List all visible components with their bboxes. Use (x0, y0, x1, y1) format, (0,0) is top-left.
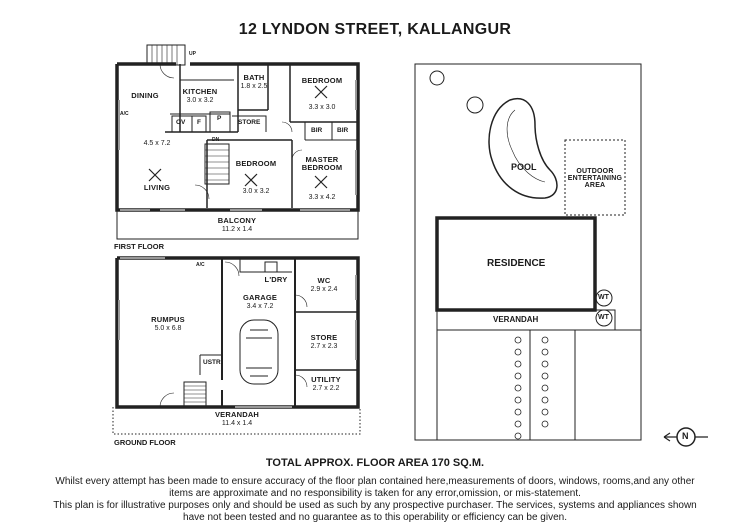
label-ac-upper: A/C (120, 111, 129, 117)
room-utility-dims: 2.7 x 2.2 (312, 384, 340, 392)
room-laundry-name: L'DRY (264, 275, 288, 284)
room-utility-name: UTILITY (311, 375, 341, 384)
disclaimer-line-3: This plan is for illustrative purposes o… (53, 500, 697, 511)
room-bedroom-1: BEDROOM (302, 77, 343, 85)
site-outdoor-line-1: OUTDOOR (576, 168, 614, 175)
room-dining-name: DINING (131, 91, 159, 100)
site-water-tank-2: WT (598, 314, 609, 321)
room-store-lower-name: STORE (310, 333, 338, 342)
room-balcony-name: BALCONY (217, 216, 257, 225)
room-wc-dims: 2.9 x 2.4 (310, 285, 338, 293)
north-label: N (682, 431, 689, 441)
car-icon (239, 319, 279, 385)
site-plan (414, 63, 642, 441)
room-rumpus-dims: 5.0 x 6.8 (154, 324, 182, 332)
disclaimer-line-1: Whilst every attempt has been made to en… (55, 476, 695, 487)
room-balcony-dims: 11.2 x 1.4 (221, 225, 253, 233)
room-bath-dims: 1.8 x 2.5 (240, 82, 268, 90)
ground-floor-walls (112, 256, 361, 435)
room-bath: BATH 1.8 x 2.5 (241, 74, 268, 90)
room-store-lower: STORE 2.7 x 2.3 (311, 334, 338, 350)
room-rumpus: RUMPUS 5.0 x 6.8 (151, 316, 185, 332)
disclaimer-line-2: items are approximate and no responsibil… (169, 488, 581, 499)
room-bath-name: BATH (243, 73, 265, 82)
room-rumpus-name: RUMPUS (151, 315, 185, 324)
site-outdoor-area-label: OUTDOOR ENTERTAINING AREA (568, 168, 622, 189)
room-living-name: LIVING (143, 183, 171, 192)
label-fridge: F (197, 119, 201, 126)
site-residence-label: RESIDENCE (487, 258, 546, 269)
label-dn: DN (212, 137, 220, 143)
room-bedroom-2: BEDROOM (236, 160, 277, 168)
label-ac-lower: A/C (196, 262, 205, 268)
room-dining: DINING (131, 92, 158, 100)
site-verandah-label: VERANDAH (493, 315, 539, 324)
ground-floor-label: GROUND FLOOR (114, 438, 176, 447)
room-wc-name: WC (317, 276, 331, 285)
room-balcony: BALCONY 11.2 x 1.4 (218, 217, 256, 233)
room-verandah-lower-name: VERANDAH (214, 410, 260, 419)
room-bedroom-2-name: BEDROOM (235, 159, 277, 168)
site-outdoor-line-2: ENTERTAINING (567, 175, 623, 182)
label-store-upper: STORE (238, 119, 261, 126)
room-living: LIVING (144, 184, 170, 192)
room-kitchen: KITCHEN 3.0 x 3.2 (183, 88, 218, 104)
room-master-dims: 3.3 x 4.2 (308, 194, 336, 201)
first-floor-label: FIRST FLOOR (114, 242, 164, 251)
disclaimer-line-4: have not been tested and no guarantee as… (183, 512, 567, 523)
label-bir-1: BIR (311, 127, 323, 134)
room-utility: UTILITY 2.7 x 2.2 (311, 376, 341, 392)
room-laundry: L'DRY (265, 276, 288, 284)
site-outdoor-line-3: AREA (584, 182, 606, 189)
first-floor-walls (115, 44, 360, 240)
ceiling-fan-icons (148, 85, 328, 189)
room-bedroom-2-size: 3.0 x 3.2 (243, 187, 270, 195)
room-master-bedroom: MASTER BEDROOM (302, 156, 343, 171)
total-floor-area: TOTAL APPROX. FLOOR AREA 170 SQ.M. (265, 457, 485, 469)
room-kitchen-dims: 3.0 x 3.2 (186, 96, 214, 104)
room-bedroom-1-size: 3.3 x 3.0 (309, 103, 336, 111)
room-garage-name: GARAGE (242, 293, 278, 302)
property-title: 12 LYNDON STREET, KALLANGUR (238, 21, 512, 38)
label-bir-2: BIR (337, 127, 349, 134)
room-verandah-lower-dims: 11.4 x 1.4 (221, 419, 253, 427)
room-wc: WC 2.9 x 2.4 (311, 277, 338, 293)
room-garage: GARAGE 3.4 x 7.2 (243, 294, 277, 310)
room-master-name-2: BEDROOM (301, 162, 343, 172)
room-bedroom-1-name: BEDROOM (301, 76, 343, 85)
room-kitchen-name: KITCHEN (182, 87, 218, 96)
site-water-tank-1: WT (598, 294, 609, 301)
label-oven: OV (176, 119, 186, 126)
room-living-dims: 4.5 x 7.2 (143, 140, 171, 147)
site-pool-label: POOL (511, 162, 537, 172)
label-up: UP (189, 51, 196, 57)
north-arrow-icon (663, 427, 708, 447)
label-ustr: USTR (203, 359, 221, 366)
room-living-size: 4.5 x 7.2 (144, 139, 171, 147)
label-pantry: P (217, 115, 222, 122)
room-bedroom-1-dims: 3.3 x 3.0 (308, 104, 336, 111)
room-master-name: MASTER (305, 155, 339, 164)
room-verandah-lower: VERANDAH 11.4 x 1.4 (215, 411, 259, 427)
room-store-lower-dims: 2.7 x 2.3 (310, 342, 338, 350)
room-bedroom-2-dims: 3.0 x 3.2 (242, 188, 270, 195)
room-garage-dims: 3.4 x 7.2 (246, 302, 274, 310)
room-master-size: 3.3 x 4.2 (309, 193, 336, 201)
